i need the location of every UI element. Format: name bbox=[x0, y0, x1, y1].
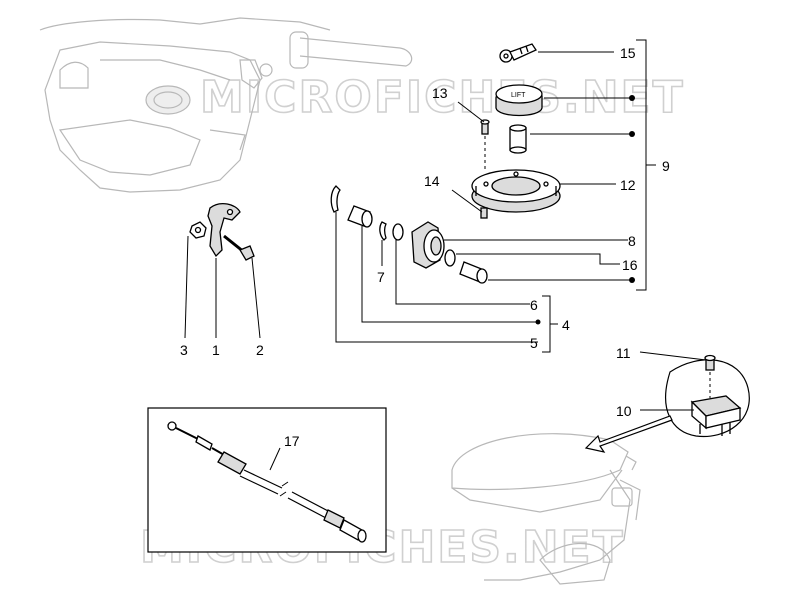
callout-14: 14 bbox=[424, 173, 440, 189]
seat-release-cable-part bbox=[167, 421, 367, 543]
callout-8: 8 bbox=[628, 233, 636, 249]
callout-17: 17 bbox=[284, 433, 300, 449]
leader-6b bbox=[361, 226, 538, 323]
filler-ring-part bbox=[471, 169, 561, 213]
screw-11-part bbox=[704, 354, 716, 371]
lock-cylinder-part bbox=[411, 221, 445, 269]
seat-lock-part bbox=[690, 395, 742, 436]
leader-6 bbox=[395, 240, 530, 305]
callout-7: 7 bbox=[377, 269, 385, 285]
leader-17 bbox=[269, 447, 281, 471]
key-part bbox=[499, 43, 537, 63]
callout-5: 5 bbox=[530, 335, 538, 351]
leader-3 bbox=[184, 235, 189, 339]
leader-13 bbox=[457, 101, 485, 123]
dot-cap-bushing bbox=[629, 131, 635, 137]
o-ring-part bbox=[392, 223, 404, 241]
callout-9: 9 bbox=[662, 158, 670, 174]
dot-bushing bbox=[629, 277, 635, 283]
screw-part bbox=[223, 234, 255, 261]
callout-2: 2 bbox=[256, 342, 264, 358]
bushing-part bbox=[459, 261, 488, 284]
scooter-front-ghost bbox=[39, 17, 413, 193]
scooter-seat-ghost bbox=[451, 433, 641, 585]
dot-cap bbox=[629, 95, 635, 101]
callout-1: 1 bbox=[212, 342, 220, 358]
callout-12: 12 bbox=[620, 177, 636, 193]
callout-16: 16 bbox=[622, 257, 638, 273]
cap-text: LIFT bbox=[511, 92, 526, 99]
spring-pin-part bbox=[330, 185, 341, 213]
fuel-cap-part: LIFT bbox=[495, 84, 543, 117]
callout-10: 10 bbox=[616, 403, 632, 419]
bracket-4 bbox=[542, 295, 551, 353]
sleeve-part bbox=[347, 205, 373, 228]
dot-4 bbox=[535, 319, 541, 325]
nut-part bbox=[189, 221, 207, 239]
callout-15: 15 bbox=[620, 45, 636, 61]
small-spring-part bbox=[379, 221, 387, 241]
callout-4: 4 bbox=[562, 317, 570, 333]
callout-6: 6 bbox=[530, 297, 538, 313]
callout-11: 11 bbox=[616, 345, 631, 361]
leader-14 bbox=[451, 189, 483, 213]
hook-bracket-part bbox=[207, 202, 241, 258]
leader-11 bbox=[639, 351, 707, 361]
screw-14-part bbox=[480, 207, 488, 219]
callout-13: 13 bbox=[432, 85, 448, 101]
callout-3: 3 bbox=[180, 342, 188, 358]
screw-13-part bbox=[480, 119, 490, 135]
leader-16 bbox=[456, 253, 620, 265]
location-arrow bbox=[584, 415, 673, 453]
washer-part bbox=[444, 249, 456, 267]
cap-bushing-part bbox=[509, 124, 527, 154]
leader-2 bbox=[251, 257, 261, 339]
leader-5 bbox=[335, 212, 538, 343]
